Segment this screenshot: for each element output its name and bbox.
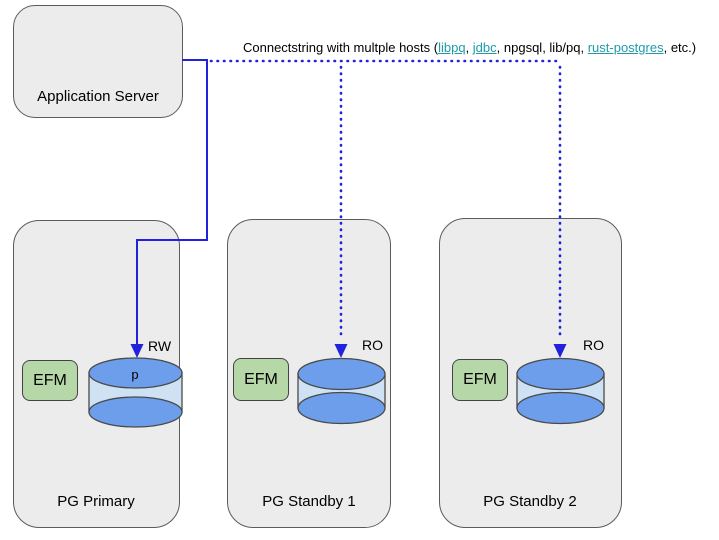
pg-primary-db-letter: p bbox=[131, 367, 139, 382]
pg-primary-label: PG Primary bbox=[57, 493, 135, 510]
efm-label: EFM bbox=[33, 371, 67, 389]
application-server-label: Application Server bbox=[37, 88, 159, 105]
connect-string-prefix: Connectstring with multple hosts ( bbox=[243, 40, 439, 55]
connect-string-suffix: , etc.) bbox=[663, 40, 697, 55]
pg-standby1-label: PG Standby 1 bbox=[262, 493, 356, 510]
efm-label: EFM bbox=[463, 371, 497, 388]
connect-string-middle: , npgsql, lib/pq, bbox=[496, 40, 588, 55]
pg-primary-access-label: RW bbox=[148, 338, 172, 354]
connect-string-annotation: Connectstring with multple hosts (libpq,… bbox=[243, 40, 696, 55]
rust-postgres-link[interactable]: rust-postgres bbox=[587, 40, 664, 55]
pg-standby1-access-label: RO bbox=[362, 337, 383, 353]
connect-string-sep1: , bbox=[465, 40, 473, 55]
pg-standby2-efm-box: EFM bbox=[452, 359, 508, 401]
pg-standby1-efm-box: EFM bbox=[233, 358, 289, 401]
jdbc-link[interactable]: jdbc bbox=[472, 40, 497, 55]
pg-standby2-label: PG Standby 2 bbox=[483, 493, 577, 510]
pg-primary-efm-box: EFM bbox=[22, 360, 78, 401]
efm-label: EFM bbox=[244, 370, 278, 388]
pg-standby2-access-label: RO bbox=[583, 337, 604, 353]
libpq-link[interactable]: libpq bbox=[438, 40, 466, 55]
